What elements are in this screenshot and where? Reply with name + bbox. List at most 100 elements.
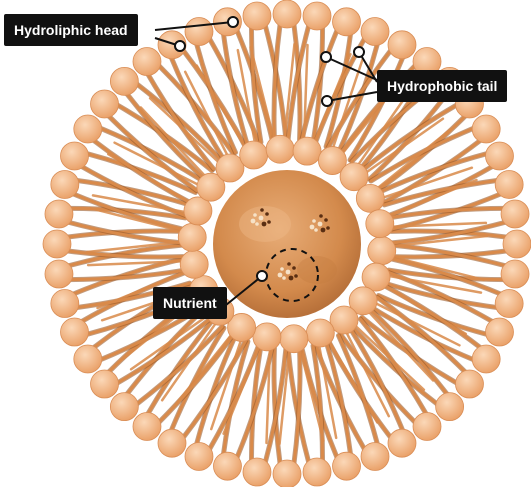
hydrophobic-tail xyxy=(63,229,185,239)
hydrophobic-tail xyxy=(350,325,441,408)
hydrophobic-tail xyxy=(145,317,216,418)
inner-hydrophilic-head xyxy=(305,318,335,348)
hydrophobic-tail xyxy=(324,339,353,459)
hydrophobic-tail xyxy=(369,305,478,363)
leader-dot xyxy=(256,270,268,282)
hydrophobic-tail xyxy=(382,281,502,310)
outer-hydrophilic-head xyxy=(502,229,531,259)
outer-hydrophilic-head xyxy=(90,369,119,399)
hydrophobic-tail xyxy=(358,317,429,418)
hydrophobic-tail xyxy=(206,34,261,145)
nutrient-molecule xyxy=(309,214,330,233)
hydrophobic-tail xyxy=(375,127,453,191)
hydrophobic-tail xyxy=(372,301,461,347)
hydrophobic-tail xyxy=(376,151,491,194)
hydrophobic-tail xyxy=(385,274,483,294)
hydrophobic-tail xyxy=(263,347,288,467)
outer-hydrophilic-head xyxy=(90,89,119,119)
hydrophobic-tail xyxy=(311,23,325,144)
inner-hydrophilic-head xyxy=(355,183,385,213)
hydrophobic-tail xyxy=(63,249,185,259)
hydrophobic-tail xyxy=(66,206,187,220)
nutrient-atom xyxy=(277,272,283,278)
nutrient-atom xyxy=(317,221,323,227)
hydrophobic-tail xyxy=(352,323,426,392)
hydrophobic-tail xyxy=(387,206,508,220)
nutrient-atom xyxy=(255,222,259,226)
hydrophobic-tail xyxy=(283,42,296,141)
outer-hydrophilic-head xyxy=(387,428,417,458)
hydrophobic-tail xyxy=(148,96,222,165)
hydrophobic-tail xyxy=(360,102,461,173)
inner-hydrophilic-head xyxy=(279,324,309,354)
outer-hydrophilic-head xyxy=(302,457,332,487)
leader-dot xyxy=(321,95,333,107)
outer-hydrophilic-head xyxy=(132,47,162,76)
hydrophobic-tail xyxy=(389,249,511,259)
outer-hydrophilic-head xyxy=(455,369,484,399)
outer-hydrophilic-head xyxy=(272,459,302,489)
leader-line xyxy=(326,91,378,102)
leader-line xyxy=(154,21,234,31)
hydrophobic-tail xyxy=(344,329,391,418)
outer-hydrophilic-head xyxy=(471,344,501,374)
nutrient-atom xyxy=(253,213,257,217)
hydrophobic-tail xyxy=(249,46,276,142)
hydrophobic-tail xyxy=(313,343,368,454)
inner-hydrophilic-head xyxy=(318,146,347,175)
hydrophobic-tail xyxy=(96,125,205,183)
nutrient-atom xyxy=(280,267,284,271)
outer-hydrophilic-head xyxy=(44,259,74,289)
hydrophobic-tail xyxy=(337,333,380,448)
inner-hydrophilic-head xyxy=(196,172,226,202)
hydrophobic-tail xyxy=(390,220,510,245)
inner-hydrophilic-head xyxy=(239,140,269,170)
nutrient-atom xyxy=(314,228,318,232)
hydrophobic-tail xyxy=(64,243,184,268)
hydrophobic-tail xyxy=(180,339,248,442)
nutrient-atom xyxy=(326,226,330,230)
hydrophobic-tail xyxy=(113,315,214,386)
hydrophobic-tail xyxy=(389,257,505,297)
hydrophobic-tail xyxy=(338,332,419,426)
nutrient-atom xyxy=(319,214,323,218)
hydrophobic-tail xyxy=(221,29,250,149)
hydrophobic-tail xyxy=(376,294,491,337)
outer-hydrophilic-head xyxy=(73,344,103,374)
outer-hydrophilic-head xyxy=(109,392,139,422)
hydrophobic-tail xyxy=(292,20,302,142)
inner-hydrophilic-head xyxy=(179,249,209,279)
inner-hydrophilic-head xyxy=(177,222,207,252)
hydrophobic-tail xyxy=(348,326,406,435)
hydrophobic-tail xyxy=(337,40,380,155)
hydrophobic-tails-layer xyxy=(62,19,512,469)
outer-hydrophilic-head xyxy=(360,17,390,46)
hydrophobic-tail xyxy=(331,57,364,151)
nutrient-atom xyxy=(258,215,264,221)
hydrophobic-tail xyxy=(123,90,206,181)
hydrophobic-tail xyxy=(155,62,236,156)
nutrient-atom xyxy=(324,218,328,222)
hydrophobic-tail xyxy=(72,178,192,207)
hydrophobic-tail xyxy=(234,26,274,142)
outer-hydrophilic-head xyxy=(332,451,361,481)
hydrophobic-tail xyxy=(236,48,257,146)
leader-dot xyxy=(353,46,365,58)
hydrophobic-tail xyxy=(380,166,474,200)
outer-hydrophilic-head xyxy=(500,259,530,289)
nutrient-atom xyxy=(292,266,296,270)
nutrient-atom xyxy=(267,220,271,224)
nutrient-atom xyxy=(312,219,316,223)
inner-hydrophilic-head xyxy=(215,153,245,183)
label-hydroliphic-head: Hydroliphic head xyxy=(4,14,138,46)
outer-hydrophilic-head xyxy=(242,457,272,487)
hydrophobic-tail xyxy=(327,339,379,424)
hydrophobic-tail xyxy=(390,234,489,248)
hydrophobic-tail xyxy=(171,332,234,410)
hydrophobic-tail xyxy=(183,70,230,159)
inner-heads-layer xyxy=(177,134,397,354)
hydrophobic-tail xyxy=(382,137,485,205)
hydrophobic-tail xyxy=(389,255,486,282)
inner-hydrophilic-head xyxy=(227,313,256,342)
